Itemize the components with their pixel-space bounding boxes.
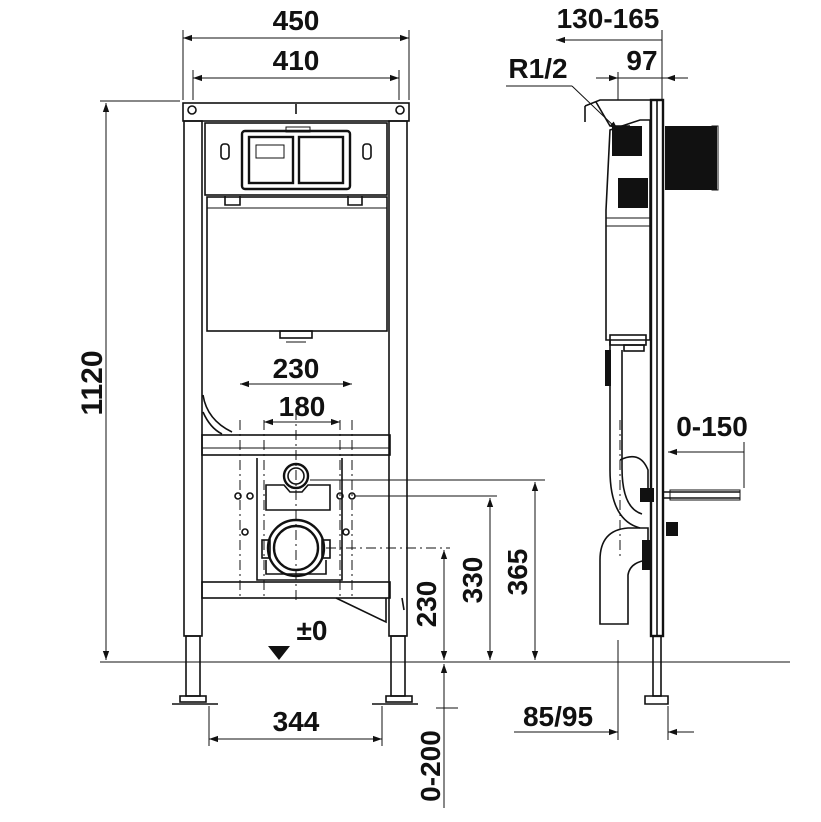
dim-230-spacing: 230: [273, 353, 320, 384]
dim-97: 97: [626, 45, 657, 76]
mount-hole-left: [187, 105, 197, 115]
wc-bracket: [256, 458, 343, 581]
top-crossbar: [182, 102, 410, 122]
dim-level-zero: ±0: [297, 615, 328, 646]
foot-left: [185, 635, 201, 697]
dim-365: 365: [502, 549, 533, 596]
dim-r1-2: R1/2: [508, 53, 567, 84]
flush-button-small: [247, 135, 295, 185]
dim-130-165: 130-165: [557, 3, 660, 34]
flush-pipe: [609, 340, 641, 529]
mount-hole-right: [395, 105, 405, 115]
drain-outlet: [266, 518, 326, 578]
foot-right: [390, 635, 406, 697]
dim-330: 330: [457, 557, 488, 604]
dim-410: 410: [273, 45, 320, 76]
dim-450: 450: [273, 5, 320, 36]
upright-left: [183, 120, 203, 637]
front-dimensions: [100, 30, 545, 808]
drain-elbow: [599, 527, 649, 625]
front-view: [172, 102, 418, 705]
flush-button-large: [297, 135, 345, 185]
dim-230-height: 230: [411, 581, 442, 628]
dim-180-spacing: 180: [279, 391, 326, 422]
dimension-labels: 450 410 1120 230 180 130-165 R1/2 97 0-1…: [76, 3, 748, 802]
cistern-side: [605, 119, 651, 341]
side-dimensions: [506, 30, 745, 740]
dim-1120: 1120: [76, 350, 109, 415]
level-marker: [268, 646, 290, 660]
cistern-body: [206, 196, 388, 332]
side-view: [584, 98, 741, 705]
wall-box: [665, 126, 717, 190]
dim-344: 344: [273, 706, 320, 737]
upright-right: [388, 120, 408, 637]
flush-plate: [240, 129, 352, 191]
dim-85-95: 85/95: [523, 701, 593, 732]
dim-0-200: 0-200: [415, 730, 446, 802]
dim-0-150: 0-150: [676, 411, 748, 442]
cistern-top: [204, 122, 388, 196]
